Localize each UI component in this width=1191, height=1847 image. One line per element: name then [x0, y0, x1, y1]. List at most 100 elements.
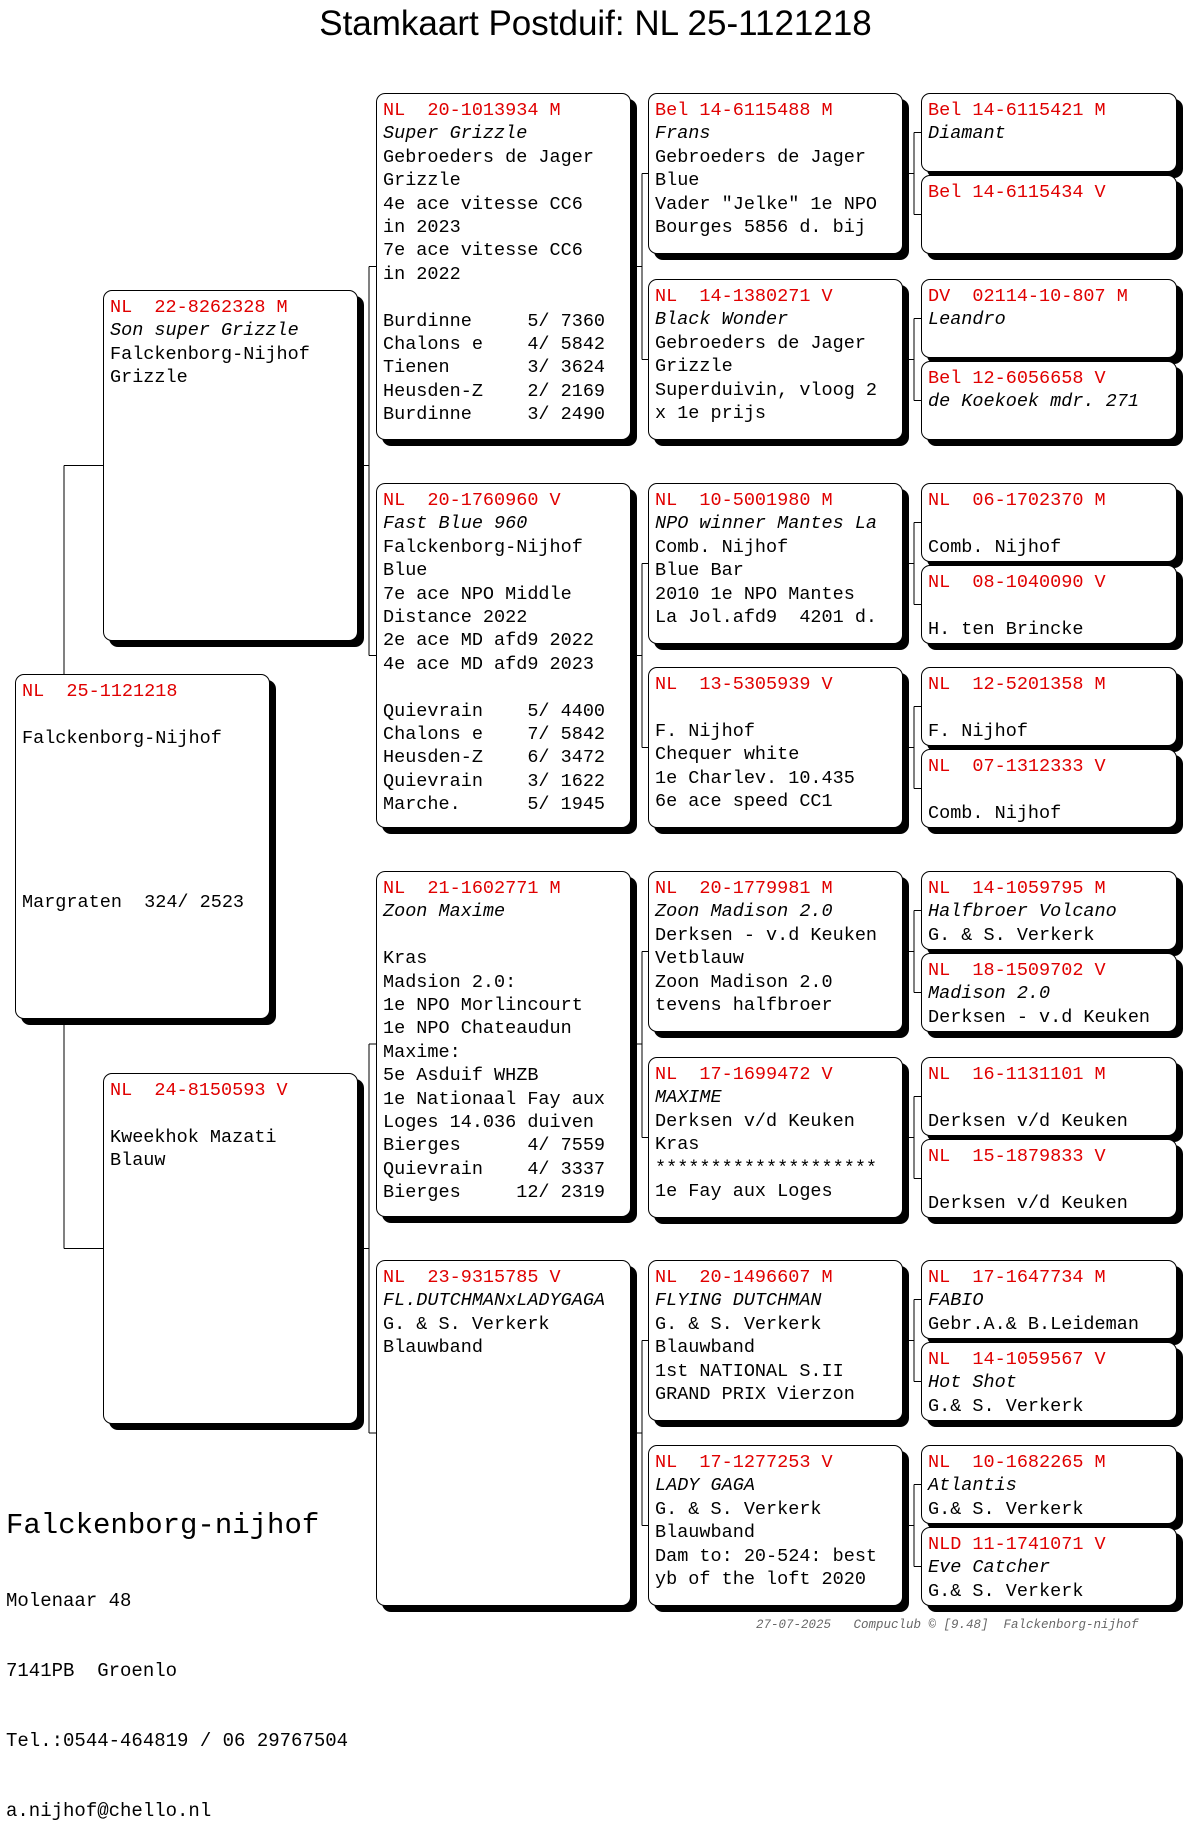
card-line: Dam to: 20-524: best — [655, 1545, 878, 1567]
card-line: Margraten 324/ 2523 — [22, 891, 245, 913]
ancestor-card-dsdd: NL 15-1879833 V Derksen v/d Keuken — [921, 1139, 1177, 1218]
card-line: G.& S. Verkerk — [928, 1395, 1084, 1417]
card-line: tevens halfbroer — [655, 994, 833, 1016]
card-line — [22, 774, 263, 797]
card-line: Blauwband — [383, 1337, 483, 1359]
pigeon-name: Madison 2.0 — [928, 983, 1051, 1005]
card-line — [928, 512, 1170, 535]
card-line — [22, 820, 263, 843]
card-line: G.& S. Verkerk — [928, 1498, 1084, 1520]
card-line: Kweekhok Mazati — [110, 1126, 277, 1148]
card-line: Bierges 12/ 2319 — [383, 1182, 606, 1204]
card-line: 7e ace NPO Middle — [383, 583, 572, 605]
pigeon-name: Black Wonder — [655, 309, 789, 331]
pigeon-name: de Koekoek mdr. 271 — [928, 391, 1139, 413]
card-line: Falckenborg-Nijhof — [110, 343, 310, 365]
ring-number: NL 21-1602771 M — [383, 878, 561, 899]
card-line: Vader "Jelke" 1e NPO — [655, 193, 878, 215]
card-line — [383, 676, 624, 699]
pigeon-name: FABIO — [928, 1290, 984, 1312]
card-line: 1e NPO Chateaudun — [383, 1018, 572, 1040]
card-line: Gebroeders de Jager — [655, 146, 866, 168]
card-line — [928, 696, 1170, 719]
pigeon-name: Frans — [655, 123, 711, 145]
pigeon-name: MAXIME — [655, 1087, 722, 1109]
card-line — [383, 924, 624, 947]
card-line: Blue — [655, 170, 700, 192]
pigeon-name: Zoon Maxime — [383, 901, 506, 923]
pigeon-name: Zoon Madison 2.0 — [655, 901, 833, 923]
ring-number: NL 20-1760960 V — [383, 490, 561, 511]
pigeon-name: Diamant — [928, 123, 1006, 145]
card-line: Comb. Nijhof — [928, 536, 1062, 558]
card-line: Falckenborg-Nijhof — [22, 727, 222, 749]
ring-number: NL 12-5201358 M — [928, 674, 1106, 695]
card-line: Gebroeders de Jager — [655, 332, 866, 354]
card-line — [22, 703, 263, 726]
card-line — [22, 844, 263, 867]
card-line: Grizzle — [655, 356, 733, 378]
ring-number: Bel 14-6115488 M — [655, 100, 833, 121]
card-line: Kras — [655, 1134, 700, 1156]
card-line: Quievrain 3/ 1622 — [383, 770, 606, 792]
card-line: 1e Nationaal Fay aux — [383, 1088, 606, 1110]
card-line: Zoon Madison 2.0 — [655, 971, 833, 993]
card-line: ******************** — [655, 1157, 878, 1179]
card-line: Derksen - v.d Keuken — [928, 1006, 1151, 1028]
card-line: x 1e prijs — [655, 402, 767, 424]
card-line: 6e ace speed CC1 — [655, 790, 833, 812]
card-line: 4e ace MD afd9 2023 — [383, 653, 594, 675]
card-line: Tienen 3/ 3624 — [383, 357, 606, 379]
card-line: in 2022 — [383, 263, 461, 285]
card-line: Derksen - v.d Keuken — [655, 924, 878, 946]
card-line: Comb. Nijhof — [655, 536, 789, 558]
card-line: 4e ace vitesse CC6 — [383, 193, 583, 215]
ring-number: NL 20-1013934 M — [383, 100, 561, 121]
card-line: Chalons e 4/ 5842 — [383, 333, 606, 355]
ring-number: DV 02114-10-807 M — [928, 286, 1128, 307]
card-line: F. Nijhof — [655, 720, 755, 742]
card-line: GRAND PRIX Vierzon — [655, 1383, 855, 1405]
ring-number: NL 22-8262328 M — [110, 297, 288, 318]
card-line: Derksen v/d Keuken — [928, 1192, 1128, 1214]
card-line: 5e Asduif WHZB — [383, 1065, 539, 1087]
ring-number: NL 20-1496607 M — [655, 1267, 833, 1288]
ring-number: NL 17-1647734 M — [928, 1267, 1106, 1288]
card-line: 7e ace vitesse CC6 — [383, 240, 583, 262]
card-line: Chalons e 7/ 5842 — [383, 723, 606, 745]
card-line: G. & S. Verkerk — [928, 924, 1095, 946]
card-line — [928, 1168, 1170, 1191]
card-line: Chequer white — [655, 744, 800, 766]
card-line: Vetblauw — [655, 948, 744, 970]
card-line: Blauwband — [655, 1522, 755, 1544]
card-line: G.& S. Verkerk — [928, 1580, 1084, 1602]
pigeon-name: FL.DUTCHMANxLADYGAGA — [383, 1290, 606, 1312]
card-line: Kras — [383, 948, 428, 970]
breeder-city: 7141PB Groenlo — [6, 1659, 178, 1682]
ring-number: NL 15-1879833 V — [928, 1146, 1106, 1167]
card-line — [22, 750, 263, 773]
ring-number: NL 13-5305939 V — [655, 674, 833, 695]
card-line: Loges 14.036 duiven — [383, 1111, 594, 1133]
pigeon-name: LADY GAGA — [655, 1475, 755, 1497]
pigeon-name: Atlantis — [928, 1475, 1017, 1497]
pigeon-name: Hot Shot — [928, 1372, 1017, 1394]
breeder-phone: Tel.:0544-464819 / 06 29767504 — [6, 1730, 349, 1753]
pigeon-name: Eve Catcher — [928, 1557, 1051, 1579]
card-line: Bourges 5856 d. bij — [655, 216, 866, 238]
ring-number: NL 07-1312333 V — [928, 756, 1106, 777]
